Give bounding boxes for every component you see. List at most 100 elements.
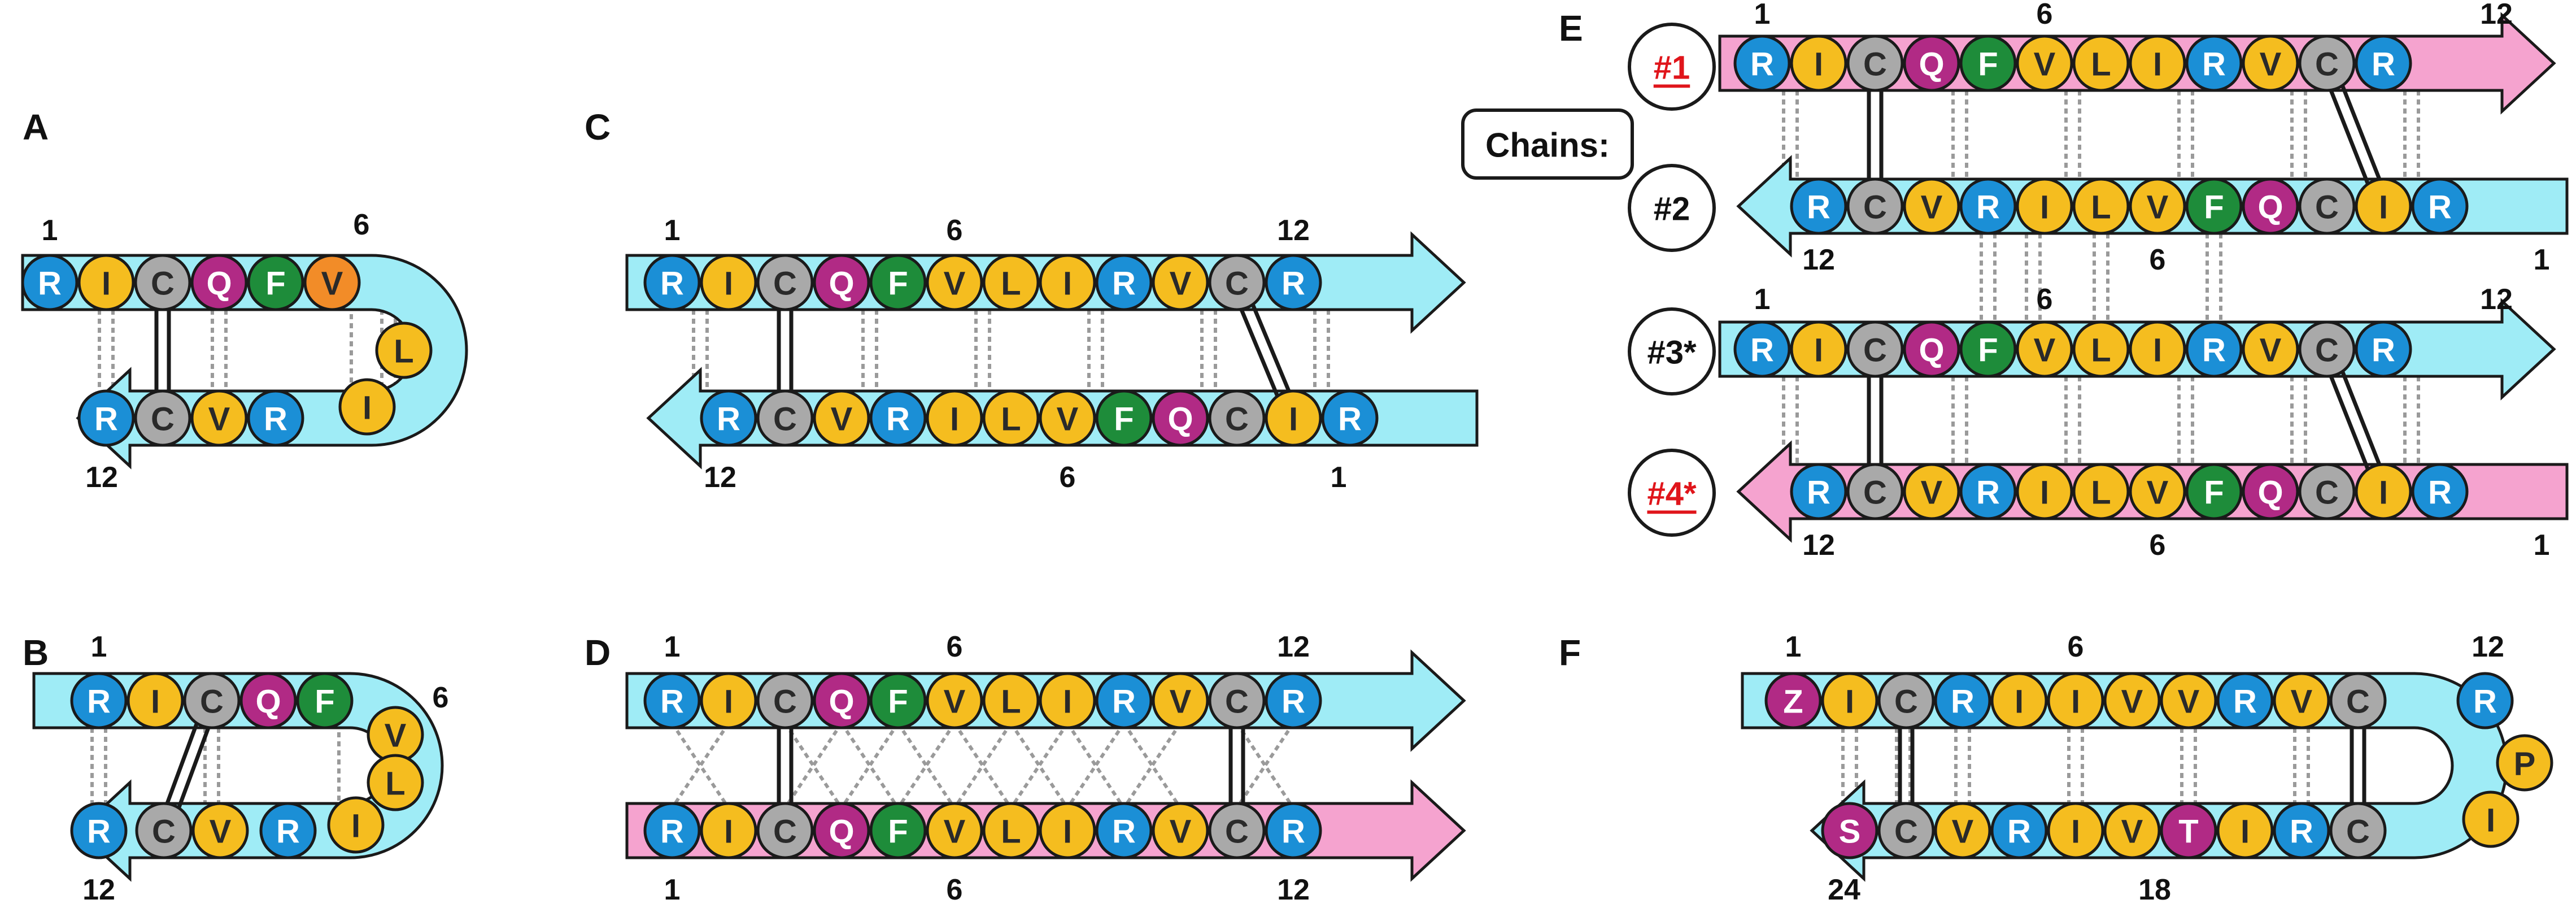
residue-R (2185, 34, 2243, 92)
chain-label: #3* (1647, 334, 1697, 371)
residue-L (2072, 177, 2130, 235)
residue-F (869, 254, 927, 311)
panel-d-num-top: 1 (664, 631, 681, 663)
residue-label-I: I (2153, 46, 2162, 83)
residue-L (982, 254, 1040, 311)
residue-R (2273, 802, 2330, 859)
panel-f-num-bottom: 24 (1828, 874, 1860, 906)
panel-e-num-top: 12 (2480, 283, 2513, 316)
residue-C (1846, 34, 1904, 92)
panel-e-num-bottom: 1 (2534, 244, 2550, 276)
residue-label-I: I (2153, 332, 2162, 369)
residue-R (21, 254, 79, 311)
residue-L (2072, 463, 2130, 520)
residue-label-Q: Q (1919, 46, 1944, 83)
residue-label-I: I (724, 266, 733, 302)
residue-V (1152, 802, 1209, 859)
residue-label-R: R (1750, 46, 1774, 83)
hydrogen-bond (840, 722, 900, 809)
residue-label-C: C (151, 401, 175, 438)
residue-R (1790, 463, 1847, 520)
hydrogen-bond (670, 722, 730, 809)
panel-label-E: E (1559, 8, 1583, 49)
residue-label-R: R (660, 684, 684, 720)
residue-I (2355, 177, 2412, 235)
residue-V (2129, 463, 2186, 520)
residue-R (1265, 254, 1322, 311)
panel-e-num-top: 1 (1754, 0, 1771, 31)
residue-label-C: C (2315, 46, 2339, 83)
residue-label-C: C (2346, 814, 2370, 850)
residue-R (2355, 320, 2412, 378)
residue-label-C: C (1894, 684, 1918, 720)
chains-legend-box (1461, 108, 1634, 180)
residue-R (1959, 463, 2017, 520)
residue-F (1959, 320, 2017, 378)
residue-F (2185, 463, 2243, 520)
hydrogen-bond (953, 722, 1013, 809)
residue-label-I: I (1814, 46, 1823, 83)
residue-label-L: L (1001, 684, 1021, 720)
hydrogen-bond (840, 722, 900, 809)
residue-C (756, 254, 814, 311)
residue-R (643, 672, 701, 729)
residue-label-L: L (2091, 332, 2111, 369)
residue-label-S: S (1839, 814, 1861, 850)
residue-label-I: I (2379, 189, 2388, 226)
residue-label-Q: Q (255, 684, 281, 720)
residue-V (1152, 672, 1209, 729)
panel-a-num-bottom: 12 (85, 461, 118, 494)
residue-label-T: T (2178, 814, 2198, 850)
residue-label-F: F (265, 266, 285, 302)
residue-C (1846, 320, 1904, 378)
residue-R (2411, 463, 2469, 520)
residue-F (247, 254, 304, 311)
panel-label-D: D (585, 632, 611, 673)
residue-R (1959, 177, 2017, 235)
residue-label-I: I (1063, 814, 1072, 850)
residue-C (134, 254, 191, 311)
residue-label-R: R (276, 814, 300, 850)
residue-V (2103, 672, 2161, 729)
residue-label-Q: Q (829, 266, 854, 302)
residue-label-R: R (1807, 189, 1830, 226)
residue-label-V: V (2121, 684, 2143, 720)
hydrogen-bond (1066, 722, 1126, 809)
residue-label-L: L (1001, 266, 1021, 302)
residue-label-R: R (94, 401, 118, 438)
residue-label-R: R (87, 814, 111, 850)
residue-label-C: C (773, 684, 797, 720)
residue-R (1095, 672, 1153, 729)
residue-I (2047, 672, 2104, 729)
panel-e-num-bottom: 12 (1802, 244, 1835, 276)
residue-label-L: L (2091, 46, 2111, 83)
residue-label-V: V (831, 401, 853, 438)
residue-I (2129, 34, 2186, 92)
residue-I (1039, 672, 1096, 729)
residue-R (643, 802, 701, 859)
residue-label-C: C (773, 814, 797, 850)
residue-I (700, 254, 757, 311)
residue-label-V: V (2260, 332, 2282, 369)
residue-V (2273, 672, 2330, 729)
panel-b-num-turn: 6 (433, 681, 449, 714)
residue-C (1877, 672, 1935, 729)
residue-label-R: R (2202, 332, 2226, 369)
residue-label-R: R (1976, 475, 2000, 511)
residue-C (756, 672, 814, 729)
residue-label-R: R (1282, 266, 1305, 302)
residue-label-F: F (2204, 189, 2224, 226)
chain-badge (1628, 23, 1716, 111)
hydrogen-bond (783, 722, 843, 809)
hydrogen-bond (1122, 722, 1182, 809)
panel-f-num-top: 6 (2068, 631, 2084, 663)
residue-S (1821, 802, 1878, 859)
residue-Z (1764, 672, 1822, 729)
residue-label-C: C (1225, 684, 1249, 720)
residue-label-R: R (660, 814, 684, 850)
residue-V (2016, 34, 2073, 92)
residue-label-V: V (1952, 814, 1974, 850)
residue-label-V: V (944, 684, 966, 720)
residue-label-V: V (944, 266, 966, 302)
residue-label-I: I (2040, 189, 2049, 226)
